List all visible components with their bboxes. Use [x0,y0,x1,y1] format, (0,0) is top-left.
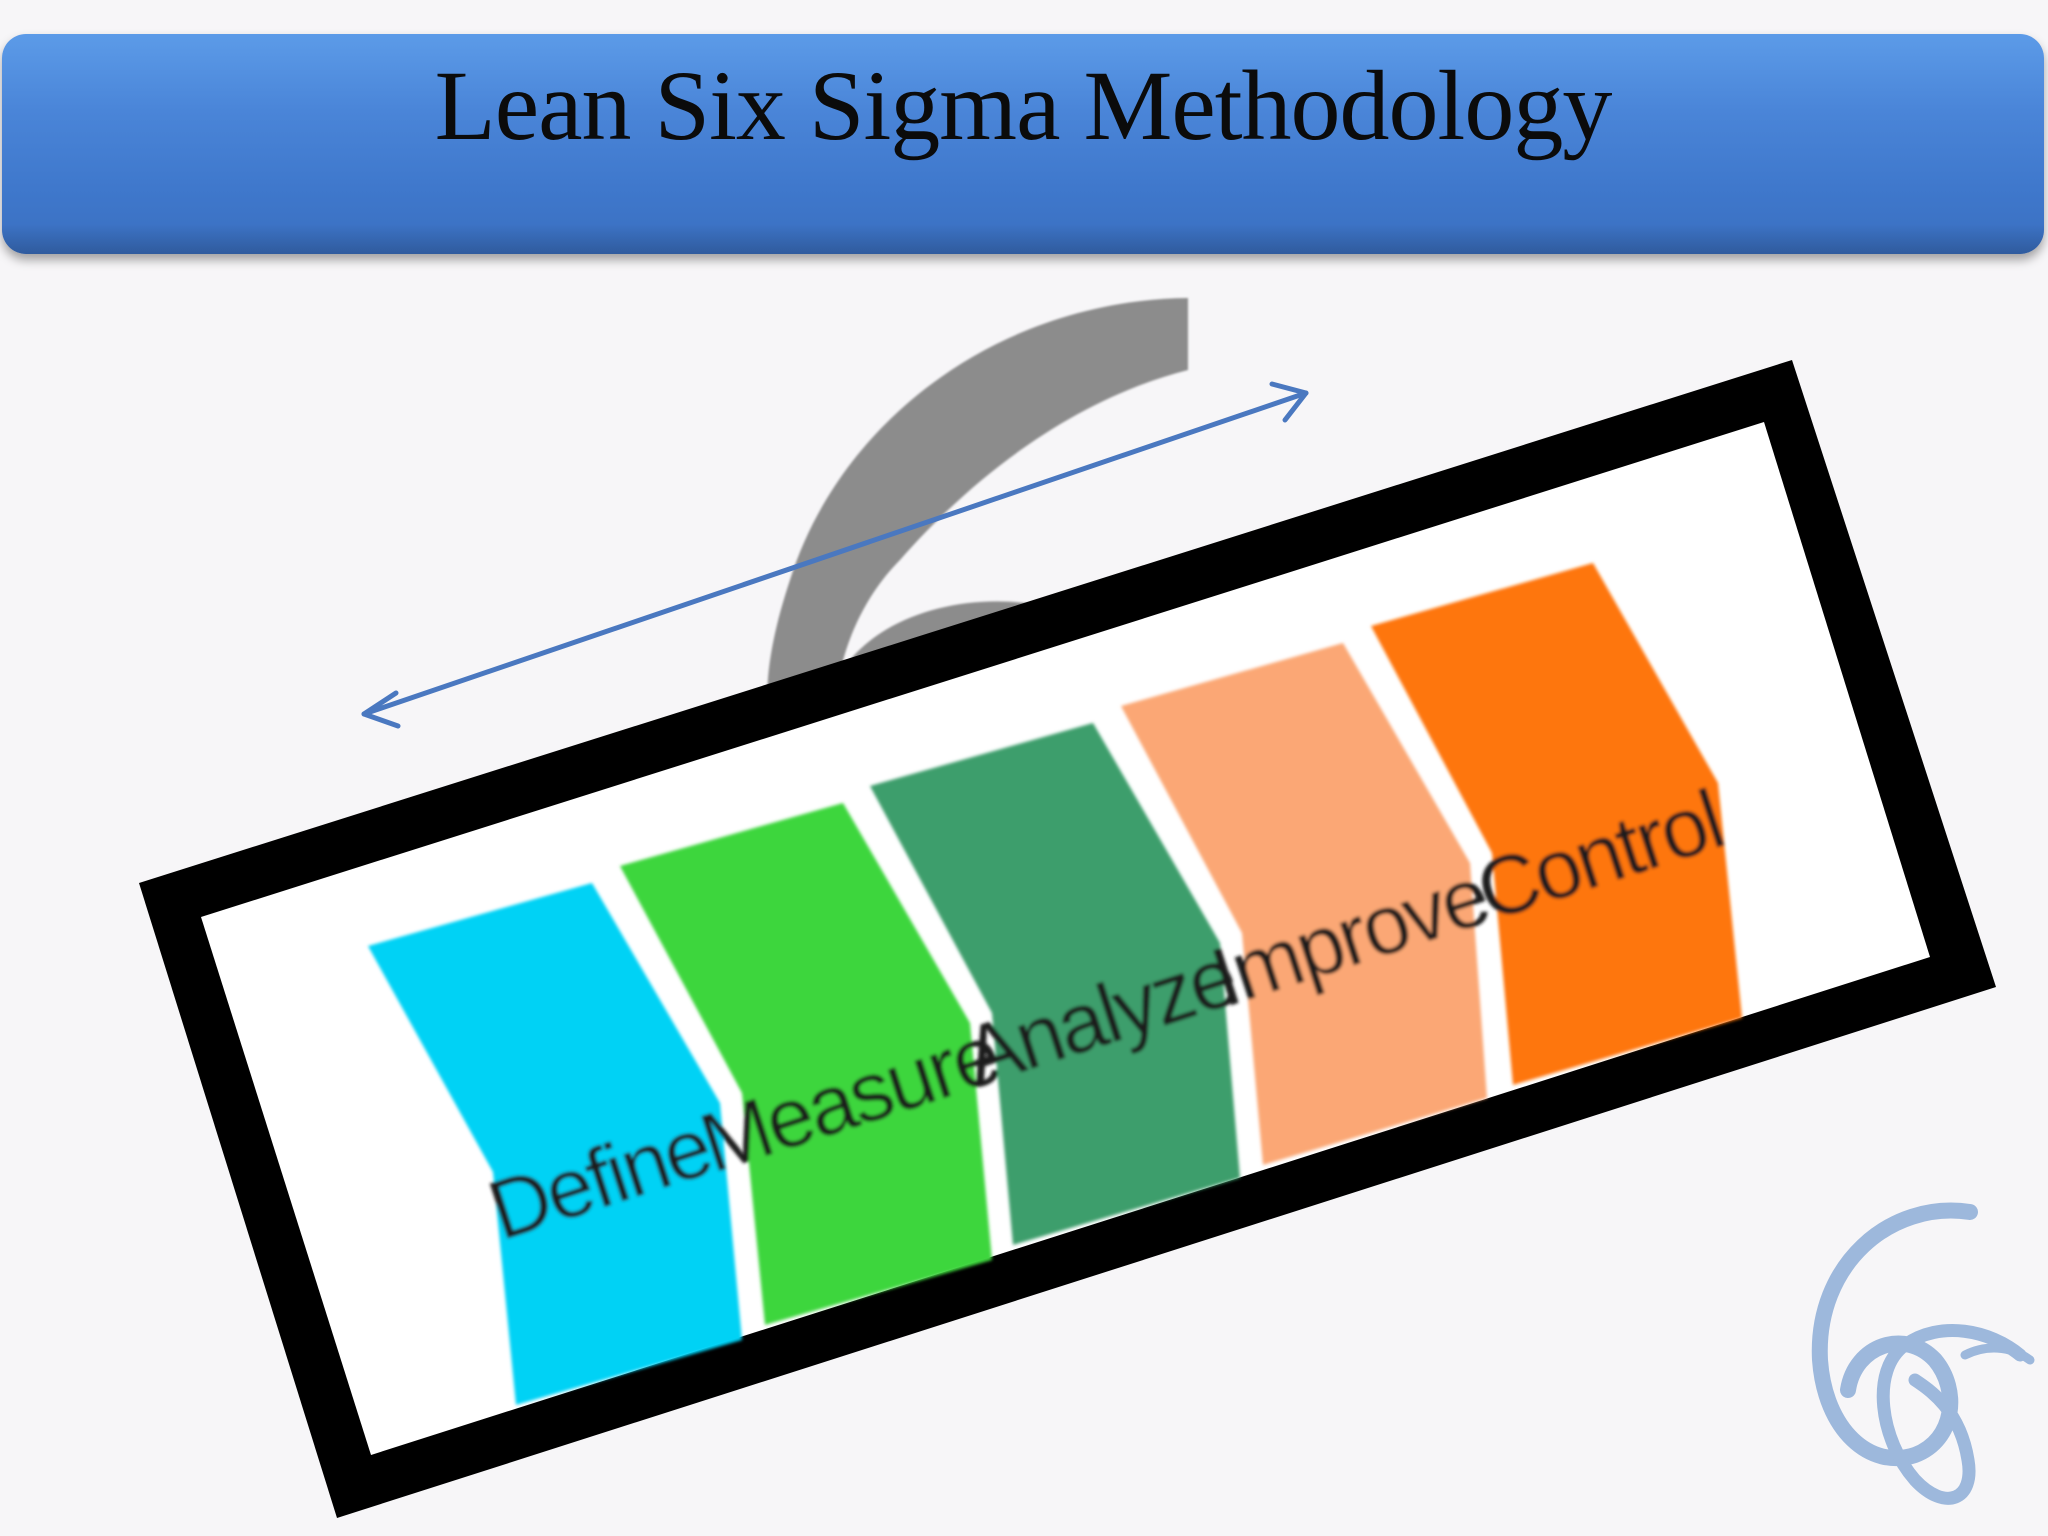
stage-analyze: Analyze [870,723,1246,1245]
stage-control-shape [1371,563,1742,1085]
double-headed-arrow-icon [361,381,1309,729]
stage-improve: Improve [1121,643,1498,1165]
stage-define: Define [368,883,742,1405]
six-sigma-logo-icon [1811,1202,2035,1505]
stage-measure: Measure [620,803,1009,1325]
title-banner: Lean Six Sigma Methodology [2,34,2044,254]
stage-define-shape [368,883,742,1405]
stage-improve-shape [1121,643,1487,1165]
stage-measure-shape [620,803,992,1325]
stage-control: Control [1371,563,1742,1085]
page-title: Lean Six Sigma Methodology [434,50,1613,161]
stage-list: Define Measure Analyze Improve Control [368,563,1742,1405]
stage-analyze-shape [870,723,1240,1245]
